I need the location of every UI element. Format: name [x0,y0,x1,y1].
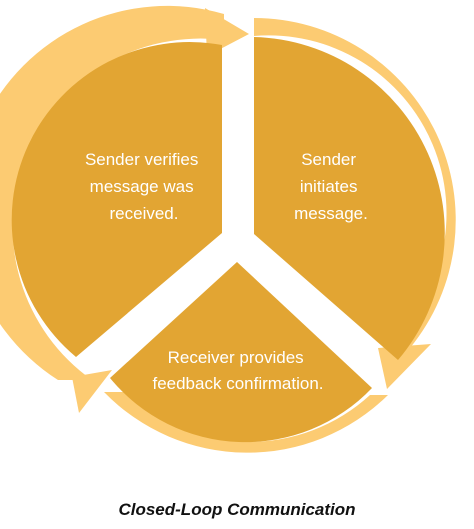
segment-sender-initiates [254,37,445,360]
cycle-segments [11,37,445,443]
diagram-caption: Closed-Loop Communication [118,500,356,519]
arrow-head-lower-left-icon [72,370,112,413]
label-line: Sender verifies [85,150,198,169]
arrow-head-lower-right-icon [378,344,431,389]
label-sender-verifies: Sender verifies message was received. [85,150,203,223]
label-line: message. [294,204,368,223]
label-line: Sender [301,150,356,169]
label-line: Receiver provides [168,348,304,367]
label-line: initiates [300,177,358,196]
label-sender-initiates: Sender initiates message. [294,150,368,223]
label-line: received. [110,204,179,223]
label-line: message was [90,177,194,196]
cycle-ring [0,5,456,453]
segment-receiver-provides [110,262,372,443]
cycle-diagram: Sender verifies message was received. Se… [0,5,456,453]
ring-arc-top [0,5,224,380]
segment-sender-verifies [11,42,223,357]
label-receiver-provides: Receiver provides feedback confirmation. [152,348,323,393]
ring-arc-bottom [104,392,388,453]
label-line: feedback confirmation. [152,374,323,393]
